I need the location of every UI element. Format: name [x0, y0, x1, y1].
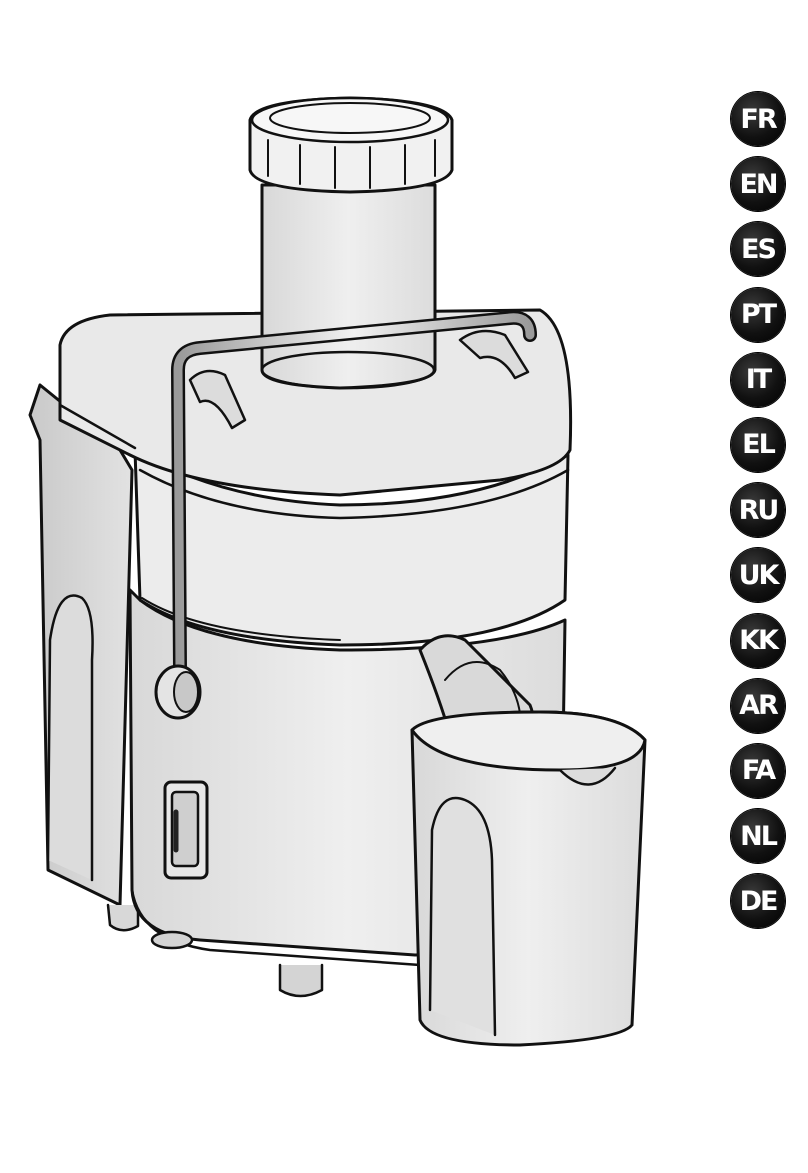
jug-handle-window — [430, 798, 495, 1035]
rear-foot — [108, 905, 138, 930]
lang-badge-kk[interactable]: KK — [731, 614, 785, 668]
lang-badge-fa[interactable]: FA — [731, 744, 785, 798]
lang-badge-pt[interactable]: PT — [731, 288, 785, 342]
lang-badge-en[interactable]: EN — [731, 157, 785, 211]
lang-badge-fr[interactable]: FR — [731, 92, 785, 146]
language-selector: FR EN ES PT IT EL RU UK KK AR FA NL DE — [731, 92, 789, 939]
lang-badge-ar[interactable]: AR — [731, 679, 785, 733]
lang-badge-it[interactable]: IT — [731, 353, 785, 407]
front-foot-left — [152, 932, 192, 948]
lang-badge-uk[interactable]: UK — [731, 548, 785, 602]
lang-badge-ru[interactable]: RU — [731, 483, 785, 537]
lang-badge-es[interactable]: ES — [731, 222, 785, 276]
lang-badge-nl[interactable]: NL — [731, 809, 785, 863]
lang-badge-de[interactable]: DE — [731, 874, 785, 928]
rear-housing-arch — [48, 596, 93, 880]
front-foot-right — [280, 965, 322, 996]
lang-badge-el[interactable]: EL — [731, 418, 785, 472]
